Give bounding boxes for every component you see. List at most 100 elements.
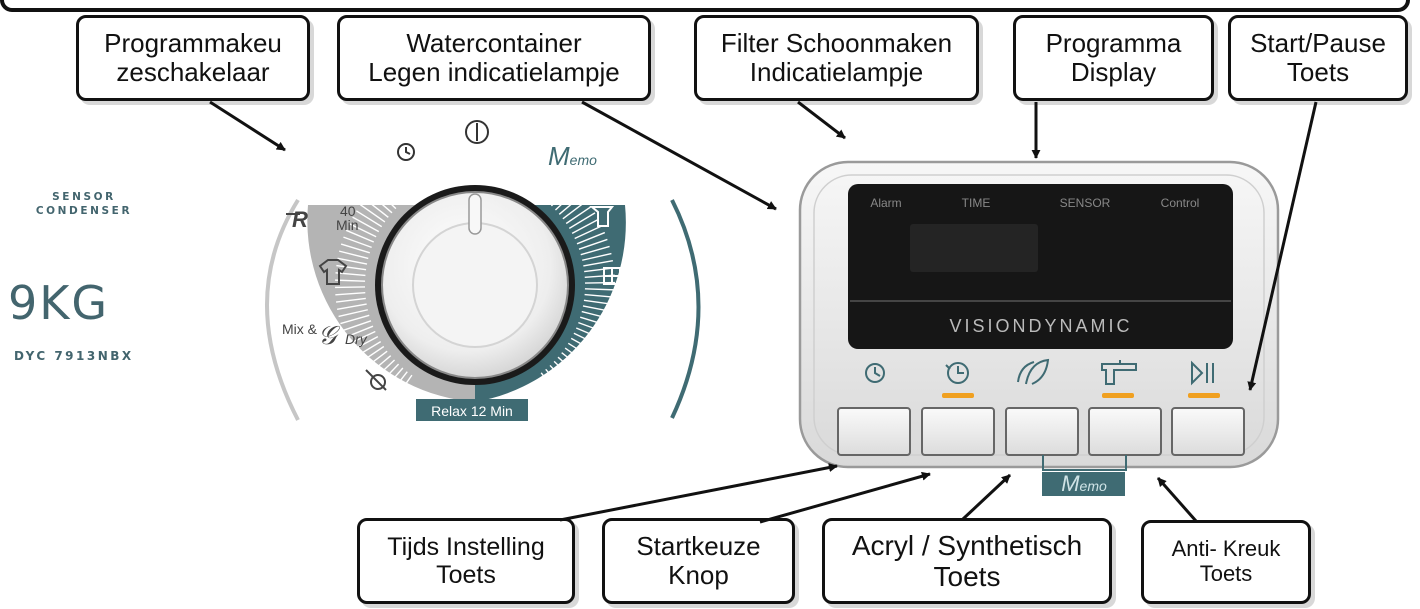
callout-text-line: Toets <box>1199 561 1253 586</box>
callout-text-line: Knop <box>668 560 729 590</box>
callout-text-line: Anti- Kreuk <box>1171 536 1281 562</box>
display-indicator-alarm: Alarm <box>870 196 901 210</box>
display-time-window <box>910 224 1038 272</box>
dial-program-40: 40 <box>340 203 356 219</box>
arrow-start-pause <box>1247 101 1318 391</box>
dial-tick <box>396 168 415 195</box>
callout-text-line: Toets <box>933 561 1001 592</box>
dial-tick <box>335 297 366 303</box>
dial-tick <box>562 200 588 220</box>
relax-label: Relax 12 Min <box>431 403 513 419</box>
program-knob-inner <box>412 222 538 348</box>
dial-tick <box>542 174 562 199</box>
dial-tick <box>584 288 615 291</box>
brand-condenser-line: CONDENSER <box>35 205 133 218</box>
dial-tick <box>583 299 614 306</box>
dial-tick <box>421 154 435 184</box>
dial-tick <box>362 350 388 370</box>
dial-tick <box>506 150 517 181</box>
callout-text-line: Programmakeu <box>104 27 282 58</box>
shirt-icon <box>318 259 348 285</box>
dial-tick <box>568 212 596 229</box>
dial-tick <box>584 281 615 284</box>
callout-text-line: Watercontainer <box>406 27 582 58</box>
dial-tick <box>372 359 396 381</box>
dial-mix-g: 𝒢 <box>318 320 341 350</box>
dial-tick <box>336 264 367 271</box>
dial-tick <box>471 145 474 176</box>
callout-text-line: Programma <box>1045 27 1182 58</box>
dial-tick <box>573 332 602 348</box>
dial-tick <box>340 243 371 254</box>
arrow-delay-start <box>759 471 931 524</box>
dial-mix-label: Mix & <box>282 321 318 337</box>
delay-start-button[interactable] <box>921 407 995 456</box>
time-setting-button[interactable] <box>837 407 911 456</box>
callout-text-line: Start/Pause <box>1250 27 1386 58</box>
dial-tick <box>483 145 488 176</box>
callout-start-pause: Start/Pause Toets <box>1228 15 1408 101</box>
dial-tick <box>581 310 612 320</box>
clock-icon <box>397 143 415 161</box>
dial-tick <box>464 145 469 176</box>
delay-start-icon <box>945 362 969 384</box>
dial-tick <box>377 363 400 387</box>
knob-pointer <box>468 193 482 235</box>
callout-text-line: Acryl / Synthetisch <box>851 529 1083 561</box>
dial-tick <box>354 341 382 358</box>
callout-text-line: Legen indicatielampje <box>368 57 620 87</box>
dial-tick <box>373 187 397 210</box>
dial-right-bracket <box>670 199 701 419</box>
dial-tick <box>565 206 592 225</box>
dial-tick <box>578 321 607 334</box>
dial-tick <box>343 236 372 249</box>
dial-tick <box>368 192 393 214</box>
dial-tick <box>348 222 377 238</box>
dial-tick <box>428 152 440 182</box>
cupboard-icon <box>603 267 621 285</box>
acrylic-synthetic-icon <box>1017 358 1050 385</box>
anti-crease-icon <box>1101 360 1137 385</box>
dial-left-bracket <box>265 198 300 421</box>
arrow-water-container <box>581 100 777 211</box>
dial-tick <box>359 204 386 223</box>
dial-tick <box>558 194 583 215</box>
memo-bracket <box>1042 455 1127 471</box>
dial-tick <box>495 147 503 178</box>
callout-text-line: Toets <box>1286 57 1350 87</box>
dial-tick <box>415 157 430 186</box>
dial-tick <box>478 145 481 176</box>
callout-anti-crease: Anti- Kreuk Toets <box>1141 520 1311 604</box>
dial-tick <box>435 150 446 180</box>
start-pause-button[interactable] <box>1171 407 1245 456</box>
callout-acrylic-synthetic: Acryl / Synthetisch Toets <box>822 518 1112 604</box>
acrylic-synthetic-button[interactable] <box>1005 407 1079 456</box>
anti-crease-button[interactable] <box>1088 407 1162 456</box>
dial-tick <box>345 229 375 243</box>
dial-tick <box>522 158 538 187</box>
arrow-acrylic-synthetic <box>961 473 1012 521</box>
arrow-filter-cleaning <box>797 100 846 140</box>
callout-water-container: Watercontainer Legen indicatielampje <box>337 15 651 101</box>
brand-capacity: 9KG <box>8 276 110 330</box>
dial-tick <box>388 371 408 396</box>
dial-tick <box>337 303 367 311</box>
dial-tick <box>584 293 615 298</box>
dial-tick <box>335 291 366 296</box>
time-setting-icon <box>865 363 885 383</box>
callout-text-line: Tijds Instelling <box>387 533 545 561</box>
dial-tick <box>338 309 368 318</box>
hanger-shirt-icon <box>589 206 615 227</box>
dial-tick <box>352 216 380 233</box>
dial-dry-label: Dry <box>345 331 368 347</box>
dial-tick <box>340 314 370 325</box>
arrow-time-setting <box>559 463 838 522</box>
dial-tick <box>561 352 586 372</box>
callout-text-line: Toets <box>436 561 496 589</box>
dial-tick <box>564 347 591 366</box>
dial-tick <box>489 146 496 177</box>
dial-tick <box>335 279 366 282</box>
iron-dry-icon <box>599 321 623 339</box>
callout-delay-start: Startkeuze Knop <box>602 518 795 604</box>
dial-tick <box>358 345 385 364</box>
